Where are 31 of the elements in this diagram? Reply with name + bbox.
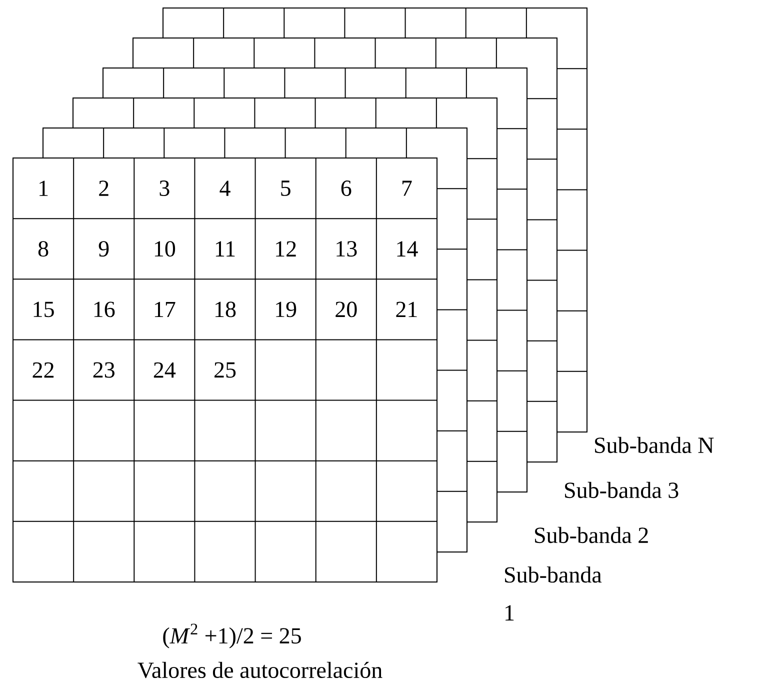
cell-number: 23 bbox=[93, 362, 114, 378]
layer-label: Sub-banda 3 bbox=[565, 482, 678, 498]
cell-number: 12 bbox=[276, 241, 296, 256]
cell-number: 6 bbox=[341, 180, 352, 196]
cell-number: 9 bbox=[98, 241, 109, 257]
cell-number: 18 bbox=[216, 302, 236, 318]
layer-label: Sub-banda N bbox=[595, 436, 714, 454]
cell-number: 1 bbox=[40, 180, 48, 196]
formula: (M$^{2}$ +1)/2 = 25 bbox=[163, 624, 301, 648]
cell-number: 2 bbox=[99, 180, 108, 196]
cell-number: 15 bbox=[34, 302, 54, 318]
cell-number: 17 bbox=[154, 302, 176, 318]
cell-number: 8 bbox=[38, 241, 48, 257]
cell-number: 3 bbox=[160, 180, 170, 196]
cell-number: 22 bbox=[32, 362, 54, 378]
cell-number: 5 bbox=[281, 180, 290, 196]
cell-number: 7 bbox=[402, 180, 412, 196]
layer-label: Sub-banda 2 bbox=[535, 526, 648, 544]
cell-number: 11 bbox=[216, 241, 235, 256]
cell-number: 13 bbox=[336, 241, 357, 257]
cell-number: 24 bbox=[154, 362, 176, 378]
cell-number: 20 bbox=[336, 302, 357, 318]
cell-number: 25 bbox=[214, 362, 236, 378]
cell-number: 19 bbox=[276, 302, 296, 318]
cell-number: 21 bbox=[396, 302, 417, 318]
layer-label: Sub-banda 1 bbox=[505, 566, 602, 620]
cell-number: 16 bbox=[94, 302, 115, 318]
cell-number: 10 bbox=[154, 241, 176, 257]
cell-number: 4 bbox=[220, 180, 230, 196]
cell-number: 14 bbox=[397, 241, 418, 256]
caption: Valores de autocorrelación bbox=[138, 662, 382, 678]
